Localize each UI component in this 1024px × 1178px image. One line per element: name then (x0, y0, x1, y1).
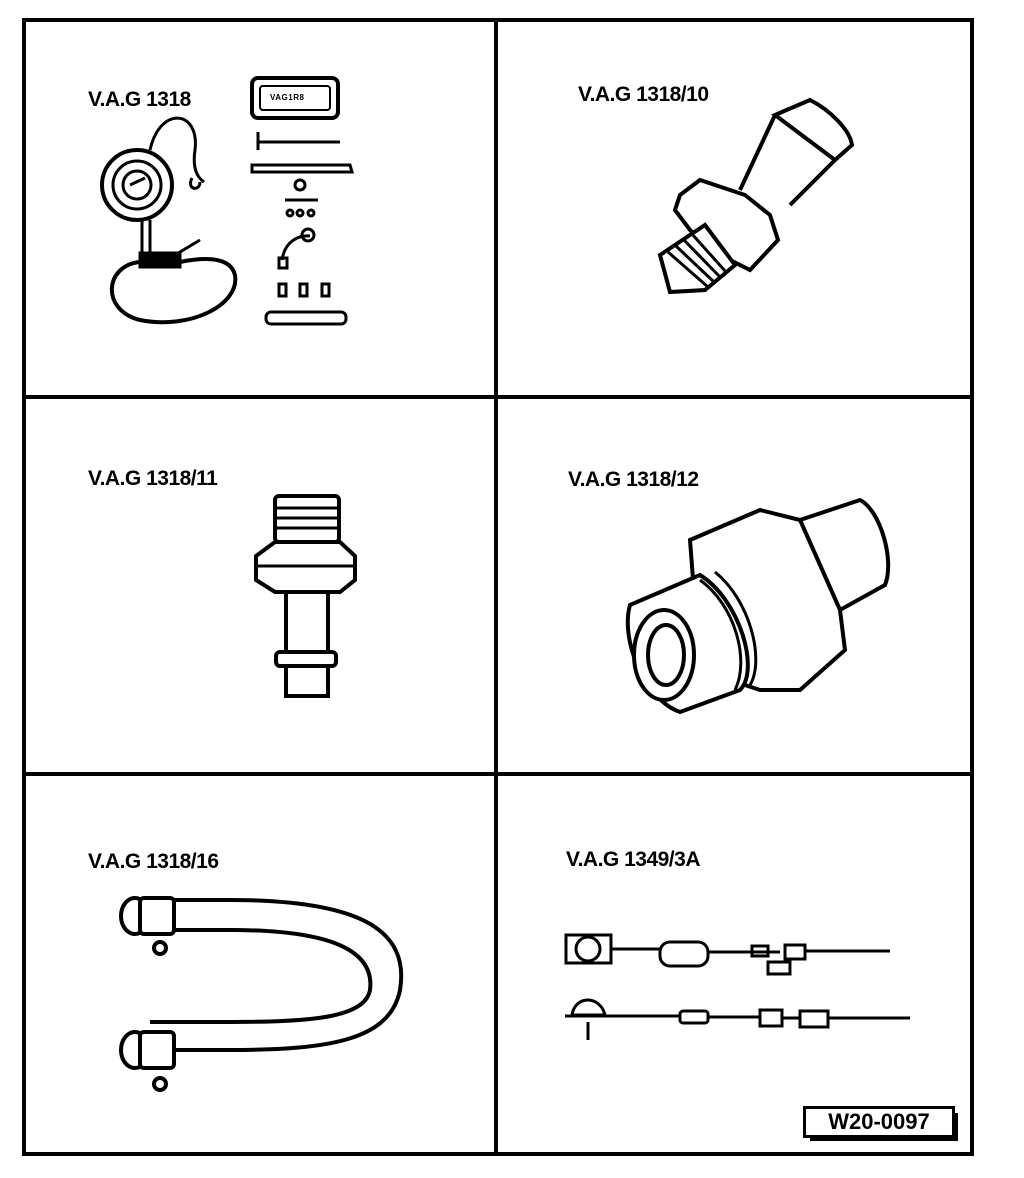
panel-label-vag-1318-16: V.A.G 1318/16 (88, 850, 219, 873)
adapter-1318-11-illustration (254, 494, 357, 698)
cable-1349-3a-illustration (564, 933, 910, 1040)
panel-label-vag-1318-12: V.A.G 1318/12 (568, 468, 699, 491)
panel-label-vag-1318-10: V.A.G 1318/10 (578, 83, 709, 106)
panel-label-vag-1318-11: V.A.G 1318/11 (88, 467, 218, 490)
panel-label-vag-1318: V.A.G 1318 (88, 88, 191, 111)
adapter-1318-12-illustration (625, 497, 891, 715)
pressure-tester-kit-illustration (100, 76, 354, 326)
kit-case-label: VAG1R8 (270, 93, 305, 102)
grid-frame (22, 18, 974, 1156)
hose-1318-16-illustration (119, 896, 404, 1092)
adapter-1318-10-illustration (657, 97, 855, 295)
reference-code: W20-0097 (803, 1106, 958, 1141)
panel-label-vag-1349-3a: V.A.G 1349/3A (566, 848, 700, 871)
